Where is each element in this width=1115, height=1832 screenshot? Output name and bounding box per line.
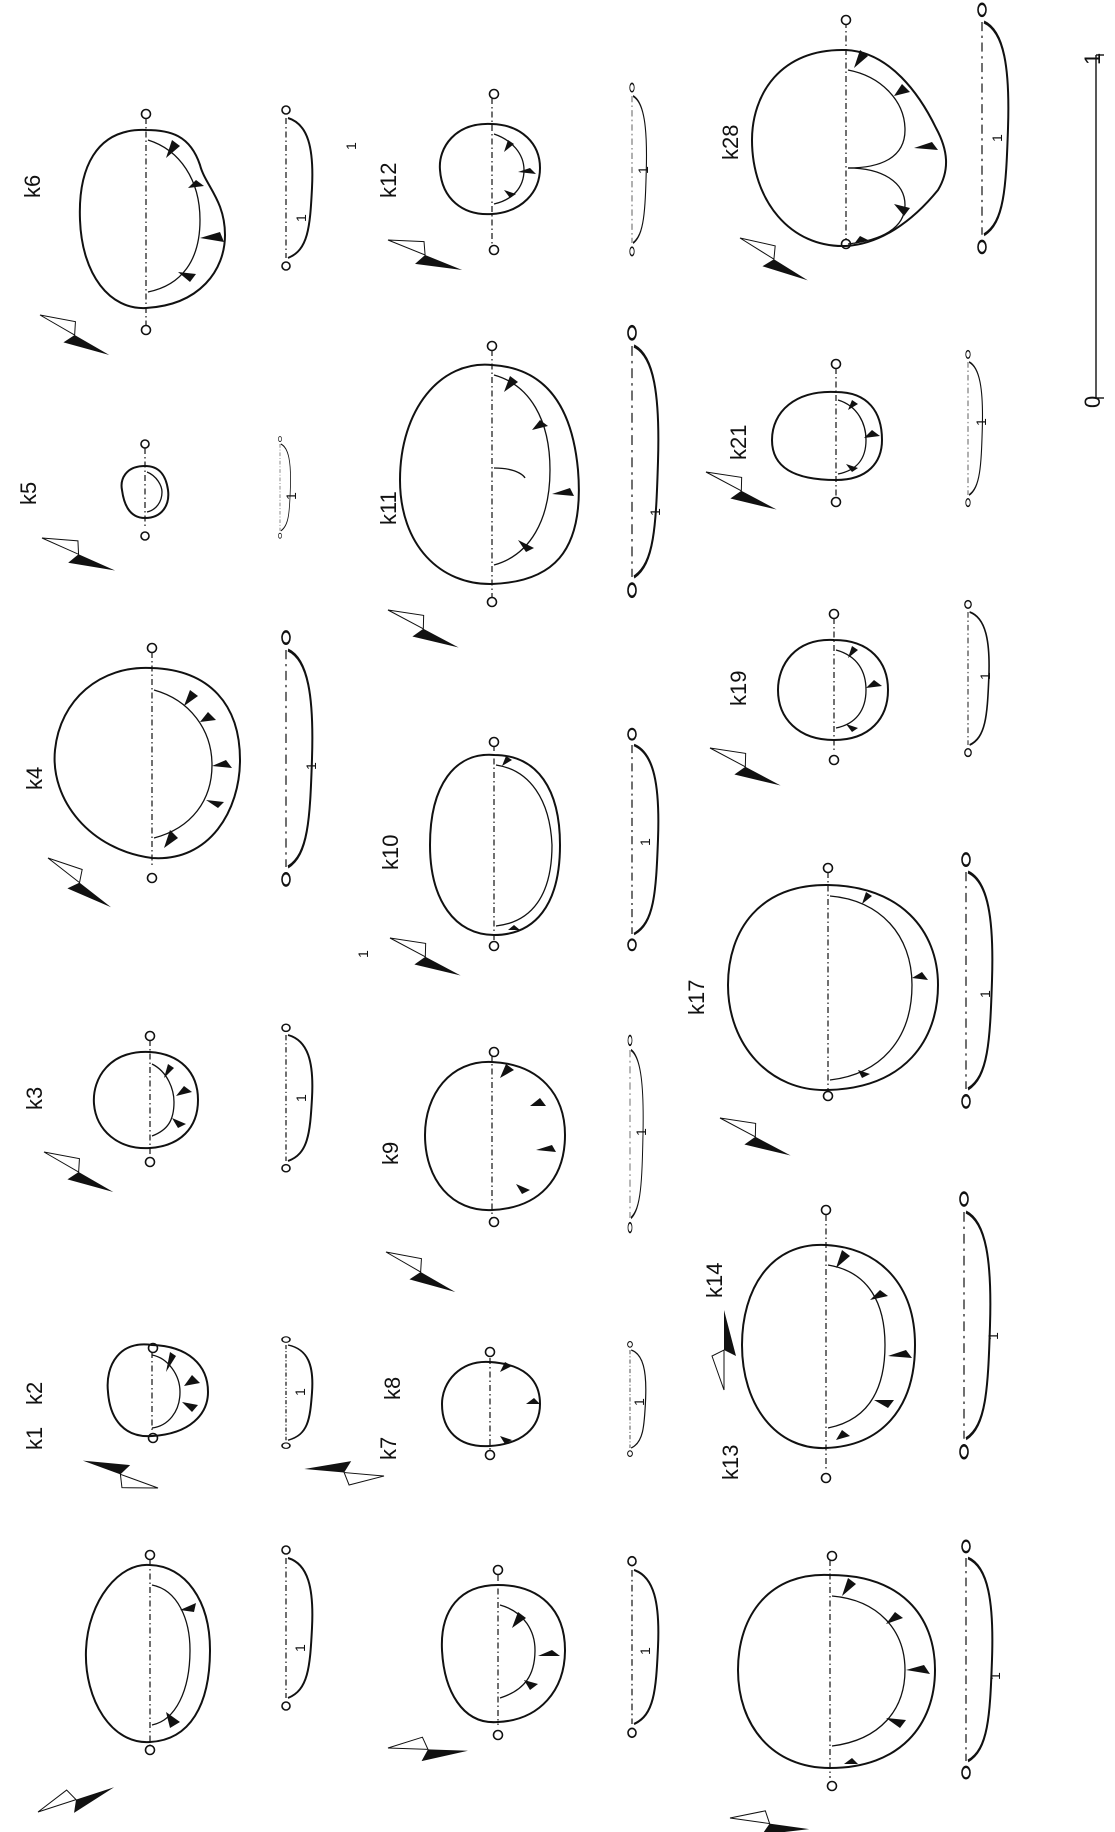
feature-k7: k7 1 bbox=[376, 1437, 660, 1764]
north-arrow-icon bbox=[733, 227, 815, 292]
scale-bar-end-label: 1 bbox=[1080, 53, 1105, 65]
north-arrow-icon bbox=[33, 1775, 119, 1824]
north-arrow-icon bbox=[36, 526, 121, 583]
feature-k9: k9 1 bbox=[378, 1034, 649, 1303]
feature-label: k10 bbox=[378, 835, 403, 870]
feature-label: k11 bbox=[376, 491, 401, 525]
feature-k4: k4 1 bbox=[22, 629, 319, 918]
north-arrow-icon bbox=[78, 1448, 163, 1500]
profile-label: 1 bbox=[631, 1398, 647, 1406]
feature-label: k14 bbox=[702, 1263, 727, 1298]
feature-label: k17 bbox=[684, 980, 709, 1015]
feature-k10: k10 1 bbox=[378, 727, 660, 987]
north-arrow-icon bbox=[302, 1456, 386, 1489]
feature-label: k28 bbox=[718, 125, 743, 160]
feature-label: k7 bbox=[376, 1437, 401, 1460]
feature-label: k5 bbox=[16, 482, 41, 505]
scale-bar: 0 1 bbox=[1080, 53, 1105, 408]
profile-label: 1 bbox=[293, 214, 309, 222]
scale-bar-start-label: 0 bbox=[1080, 396, 1105, 408]
profile-label: 1 bbox=[977, 990, 993, 998]
north-arrow-icon bbox=[387, 1735, 469, 1764]
profile-label: 1 bbox=[292, 1644, 308, 1652]
profile-label: 1 bbox=[637, 838, 653, 846]
feature-k14: k14 1 bbox=[702, 1190, 1001, 1484]
north-arrow-icon bbox=[383, 228, 468, 282]
profile-label: 1 bbox=[989, 134, 1005, 142]
north-arrow-icon bbox=[37, 1141, 120, 1203]
feature-k2: k2 1 bbox=[22, 1335, 314, 1500]
north-arrow-icon bbox=[703, 736, 787, 797]
north-arrow-icon bbox=[713, 1106, 797, 1167]
feature-k21: k21 1 bbox=[699, 349, 989, 521]
feature-k12: k12 1 bbox=[376, 82, 651, 282]
feature-k17: k17 1 bbox=[684, 851, 994, 1167]
stray-label: 1 bbox=[355, 950, 371, 958]
profile-label: 1 bbox=[635, 166, 651, 174]
profile-label: 1 bbox=[985, 1332, 1001, 1340]
feature-k5: k5 1 bbox=[16, 435, 299, 583]
north-arrow-icon bbox=[40, 848, 119, 918]
profile-label: 1 bbox=[303, 762, 319, 770]
stray-label: 1 bbox=[343, 142, 359, 150]
feature-label: k4 bbox=[22, 767, 47, 790]
profile-label: 1 bbox=[292, 1388, 308, 1396]
profile-label: 1 bbox=[647, 508, 663, 516]
north-arrow-icon bbox=[699, 460, 783, 521]
north-arrow-icon bbox=[383, 926, 467, 987]
profile-label: 1 bbox=[283, 492, 299, 500]
profile-label: 1 bbox=[293, 1094, 309, 1102]
profile-label: 1 bbox=[973, 418, 989, 426]
feature-label: k6 bbox=[20, 175, 45, 198]
north-arrow-icon bbox=[711, 1309, 737, 1391]
feature-k13: k13 1 bbox=[718, 1445, 1003, 1832]
north-arrow-icon bbox=[727, 1805, 812, 1832]
feature-k3: k3 1 bbox=[22, 1023, 314, 1203]
north-arrow-icon bbox=[379, 1241, 462, 1303]
north-arrow-icon bbox=[381, 598, 465, 659]
feature-label: k2 bbox=[22, 1382, 47, 1405]
north-arrow-icon bbox=[33, 304, 116, 366]
feature-label: k1 bbox=[22, 1427, 47, 1450]
feature-label: k19 bbox=[726, 671, 751, 706]
feature-k11: k11 1 bbox=[376, 324, 663, 659]
feature-label: k9 bbox=[378, 1142, 403, 1165]
feature-k6: k6 1 bbox=[20, 105, 314, 366]
profile-label: 1 bbox=[977, 672, 993, 680]
feature-k8: k8 1 bbox=[302, 1340, 647, 1489]
feature-label: k12 bbox=[376, 163, 401, 198]
feature-label: k13 bbox=[718, 1445, 743, 1480]
feature-k28: k28 1 bbox=[718, 2, 1010, 292]
feature-label: k8 bbox=[380, 1377, 405, 1400]
feature-k1: k1 1 bbox=[22, 1427, 314, 1824]
feature-label: k21 bbox=[726, 425, 751, 460]
profile-label: 1 bbox=[633, 1128, 649, 1136]
profile-label: 1 bbox=[987, 1672, 1003, 1680]
feature-k19: k19 1 bbox=[703, 599, 993, 797]
feature-label: k3 bbox=[22, 1087, 47, 1110]
profile-label: 1 bbox=[637, 1647, 653, 1655]
